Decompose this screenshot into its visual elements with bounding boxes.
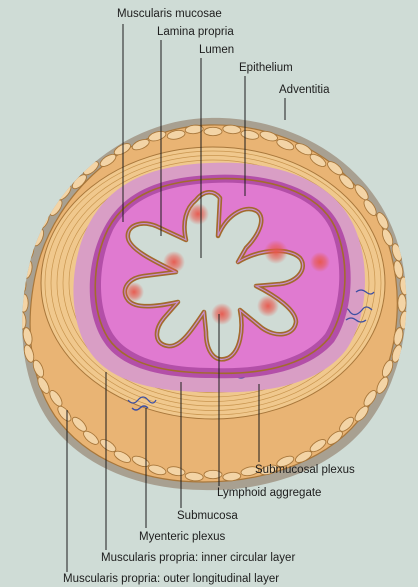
- muscle-bundle: [309, 153, 327, 167]
- circular-muscle-line: [44, 150, 382, 416]
- muscle-bundle: [148, 464, 167, 476]
- label-myenteric-plexus: Myenteric plexus: [139, 531, 226, 543]
- lymphoid-aggregate: [124, 282, 144, 302]
- muscle-bundle: [49, 390, 63, 407]
- lymphoid-aggregate: [187, 203, 209, 225]
- muscle-bundle: [363, 390, 377, 407]
- lymphoid-aggregate: [310, 252, 330, 272]
- muscle-bundle: [203, 469, 223, 480]
- muscle-bundle: [259, 130, 278, 142]
- muscle-bundle: [354, 184, 369, 201]
- muscularis-mucosae-line: [94, 177, 346, 375]
- lymphoid-aggregate: [211, 303, 233, 325]
- muscle-bundle: [339, 416, 355, 432]
- lymphoid-aggregates: [124, 203, 330, 325]
- muscle-bundle: [276, 455, 295, 468]
- lymphoid-aggregate: [163, 251, 185, 273]
- muscle-bundle: [393, 327, 404, 346]
- lymphoid-aggregate: [257, 295, 279, 317]
- muscle-bundle: [240, 466, 260, 477]
- muscle-bundle: [57, 405, 72, 422]
- muscle-bundle: [399, 310, 407, 330]
- muscle-bundle: [259, 464, 278, 476]
- muscle-bundle: [22, 293, 29, 313]
- lymphoid-aggregate: [264, 240, 288, 264]
- label-adventitia: Adventitia: [279, 84, 330, 96]
- label-epithelium: Epithelium: [239, 62, 293, 74]
- muscle-bundle: [22, 327, 33, 346]
- muscle-bundle: [131, 138, 150, 151]
- muscle-bundle: [22, 310, 27, 330]
- label-muscularis-mucosae: Muscularis mucosae: [117, 8, 222, 20]
- muscle-bundle: [222, 471, 242, 482]
- muscle-bundle: [203, 126, 223, 137]
- muscle-bundle: [381, 228, 394, 247]
- muscle-bundle: [32, 359, 45, 378]
- label-lamina-propria: Lamina propria: [157, 26, 234, 38]
- muscle-bundle: [71, 416, 87, 432]
- muscle-bundle: [397, 293, 407, 313]
- muscle-bundle: [276, 138, 295, 151]
- muscle-bundle: [222, 124, 242, 135]
- muscle-bundle: [113, 450, 132, 463]
- muscle-bundle-pattern: [22, 124, 407, 482]
- muscle-bundle: [99, 153, 117, 167]
- muscle-bundle: [113, 143, 132, 156]
- muscle-bundle: [309, 439, 327, 453]
- muscle-bundle: [23, 344, 35, 363]
- label-lymphoid-aggregate: Lymphoid aggregate: [217, 487, 322, 499]
- muscle-bundle: [184, 124, 204, 135]
- muscle-bundle: [363, 199, 377, 216]
- label-submucosa: Submucosa: [177, 510, 238, 522]
- muscle-bundle: [376, 376, 389, 394]
- label-lumen: Lumen: [199, 44, 235, 56]
- muscle-bundle: [131, 455, 150, 468]
- circular-muscle-line: [56, 159, 370, 407]
- muscle-bundle: [354, 405, 369, 422]
- label-inner-circular-layer: Muscularis propria: inner circular layer: [101, 552, 296, 564]
- circular-muscle-line: [50, 155, 376, 411]
- muscle-bundle: [294, 143, 313, 156]
- label-submucosal-plexus: Submucosal plexus: [255, 464, 355, 476]
- muscle-bundle: [339, 174, 355, 190]
- leader-lines: [66, 24, 286, 572]
- muscle-bundle: [83, 430, 99, 445]
- muscle-bundle: [148, 130, 167, 142]
- muscle-bundle: [376, 212, 389, 230]
- muscle-bundle: [166, 129, 186, 140]
- label-outer-longitudinal-layer: Muscularis propria: outer longitudinal l…: [63, 573, 280, 585]
- muscle-bundle: [399, 276, 407, 296]
- muscle-bundle: [327, 161, 343, 176]
- muscle-bundle: [393, 260, 404, 279]
- muscle-bundle: [327, 430, 343, 445]
- epithelium-inner-line: [124, 191, 304, 360]
- muscle-bundle: [37, 376, 50, 394]
- muscle-bundle: [294, 450, 313, 463]
- muscle-bundle: [184, 471, 204, 482]
